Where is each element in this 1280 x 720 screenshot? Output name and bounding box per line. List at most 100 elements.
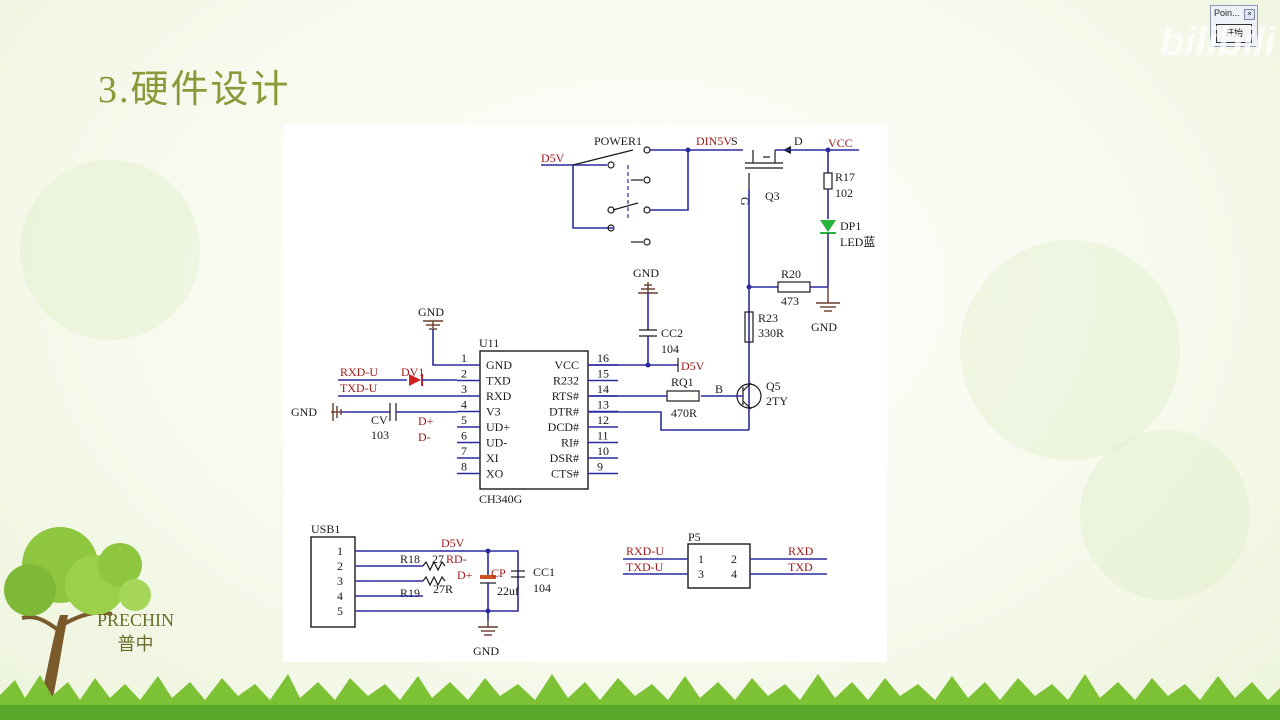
cc2-value: 104 (661, 342, 679, 356)
u11-pin-num: 11 (597, 429, 609, 443)
r18-ref: R18 (400, 552, 420, 566)
q3-ref: Q3 (765, 189, 780, 203)
u11-pin-name: TXD (486, 374, 511, 388)
u11-pin-num: 2 (461, 367, 467, 381)
usb1-pin-num: 3 (337, 574, 343, 588)
u11-pin-num: 16 (597, 351, 609, 365)
grass-decoration (0, 674, 1280, 720)
q3-pin-s: S (731, 134, 738, 148)
net-label-d5v-vcc: D5V (681, 359, 705, 373)
pointer-widget[interactable]: Poin... × 开始 (1210, 5, 1258, 47)
slide-title: 3.硬件设计 (98, 69, 291, 111)
u11-pin-name: RI# (561, 436, 579, 450)
u11-pin-num: 14 (597, 382, 609, 396)
net-label-rxd-u: RXD-U (340, 365, 378, 379)
r17-value: 102 (835, 186, 853, 200)
usb1-pin-num: 5 (337, 604, 343, 618)
u11-pin-name: XI (486, 451, 499, 465)
net-label-p5-txd: TXD (788, 560, 813, 574)
u11-pin-name: CTS# (551, 467, 579, 481)
gnd-label-cc2: GND (633, 266, 659, 280)
dp1-value: LED蓝 (840, 235, 875, 249)
u11-pin-num: 9 (597, 460, 603, 474)
brand-name-cn: 普中 (117, 634, 154, 654)
u11-pin-name: UD- (486, 436, 507, 450)
brand-name-en: PRECHIN (97, 610, 175, 630)
u11-pin-num: 13 (597, 398, 609, 412)
u11-pin-name: V3 (486, 405, 501, 419)
cc1-value: 104 (533, 581, 551, 595)
usb1-pin-num: 1 (337, 544, 343, 558)
r23-ref: R23 (758, 311, 778, 325)
u11-right-pins: 16VCC15R23214RTS#13DTR#12DCD#11RI#10DSR#… (548, 351, 618, 481)
u11-pin-num: 5 (461, 413, 467, 427)
bokeh-circle (20, 160, 200, 340)
r17-ref: R17 (835, 170, 855, 184)
u11-pin-num: 15 (597, 367, 609, 381)
net-label-dp-usb: D+ (457, 568, 473, 582)
u11-pin-num: 1 (461, 351, 467, 365)
schematic-image: D5V POWER1 DIN5V S D G Q3 VCC R17 102 DP… (283, 125, 887, 662)
rq1-value: 470R (671, 406, 697, 420)
u11-pin-num: 7 (461, 444, 467, 458)
u11-pin-name: R232 (553, 374, 579, 388)
u11-pin-name: DTR# (549, 405, 579, 419)
p5-pin-num: 4 (731, 567, 737, 581)
tree-decoration (4, 527, 151, 702)
u11-pin-num: 10 (597, 444, 609, 458)
q5-value: 2TY (766, 394, 788, 408)
power-switch-ref: POWER1 (594, 134, 642, 148)
u11-pin-name: UD+ (486, 420, 510, 434)
gnd-label-u11: GND (418, 305, 444, 319)
u11-pin-name: RXD (486, 389, 512, 403)
net-label-d5v-usb: D5V (441, 536, 465, 550)
net-label-d5v: D5V (541, 151, 565, 165)
net-label-p5-rxd-u: RXD-U (626, 544, 664, 558)
r18-value: 27 (432, 552, 444, 566)
usb1-pin-num: 4 (337, 589, 343, 603)
gnd-label-usb: GND (473, 644, 499, 658)
u11-pin-name: GND (486, 358, 512, 372)
p5-pin-num: 2 (731, 552, 737, 566)
cp-ref: CP (491, 566, 506, 580)
net-label-din5v: DIN5V (696, 134, 732, 148)
u11-pin-num: 8 (461, 460, 467, 474)
u11-pin-name: VCC (554, 358, 579, 372)
bilibili-watermark: bilibili (1160, 20, 1276, 64)
net-label-dm: D- (418, 430, 431, 444)
net-label-p5-txd-u: TXD-U (626, 560, 664, 574)
u11-pin-num: 3 (461, 382, 467, 396)
u11-ref: U11 (479, 336, 499, 350)
cv-ref: CV (371, 413, 388, 427)
schematic-diagram: D5V POWER1 DIN5V S D G Q3 VCC R17 102 DP… (291, 134, 875, 658)
cc1-ref: CC1 (533, 565, 555, 579)
close-icon[interactable]: × (1244, 9, 1255, 20)
r23-value: 330R (758, 326, 784, 340)
bokeh-circle (1080, 430, 1250, 600)
cp-value: 22uf (497, 584, 519, 598)
p5-pin-num: 3 (698, 567, 704, 581)
dp1-ref: DP1 (840, 219, 861, 233)
u11-part: CH340G (479, 492, 523, 506)
bokeh-circle (960, 240, 1180, 460)
q3-pin-g: G (738, 197, 752, 206)
q5-pin-b: B (715, 382, 723, 396)
u11-pin-num: 6 (461, 429, 467, 443)
start-button[interactable]: 开始 (1216, 24, 1252, 43)
u11-pin-name: DCD# (548, 420, 579, 434)
dv1-ref: DV1 (401, 365, 424, 379)
gnd-label-r20: GND (811, 320, 837, 334)
usb1-ref: USB1 (311, 522, 340, 536)
net-label-vcc: VCC (828, 136, 853, 150)
net-label-rd: RD- (446, 552, 467, 566)
rq1-ref: RQ1 (671, 375, 694, 389)
net-label-p5-rxd: RXD (788, 544, 814, 558)
u11-pin-num: 12 (597, 413, 609, 427)
usb1-pin-num: 2 (337, 559, 343, 573)
p5-ref: P5 (688, 530, 701, 544)
brand-label: PRECHIN 普中 (97, 608, 174, 656)
u11-pin-num: 4 (461, 398, 467, 412)
